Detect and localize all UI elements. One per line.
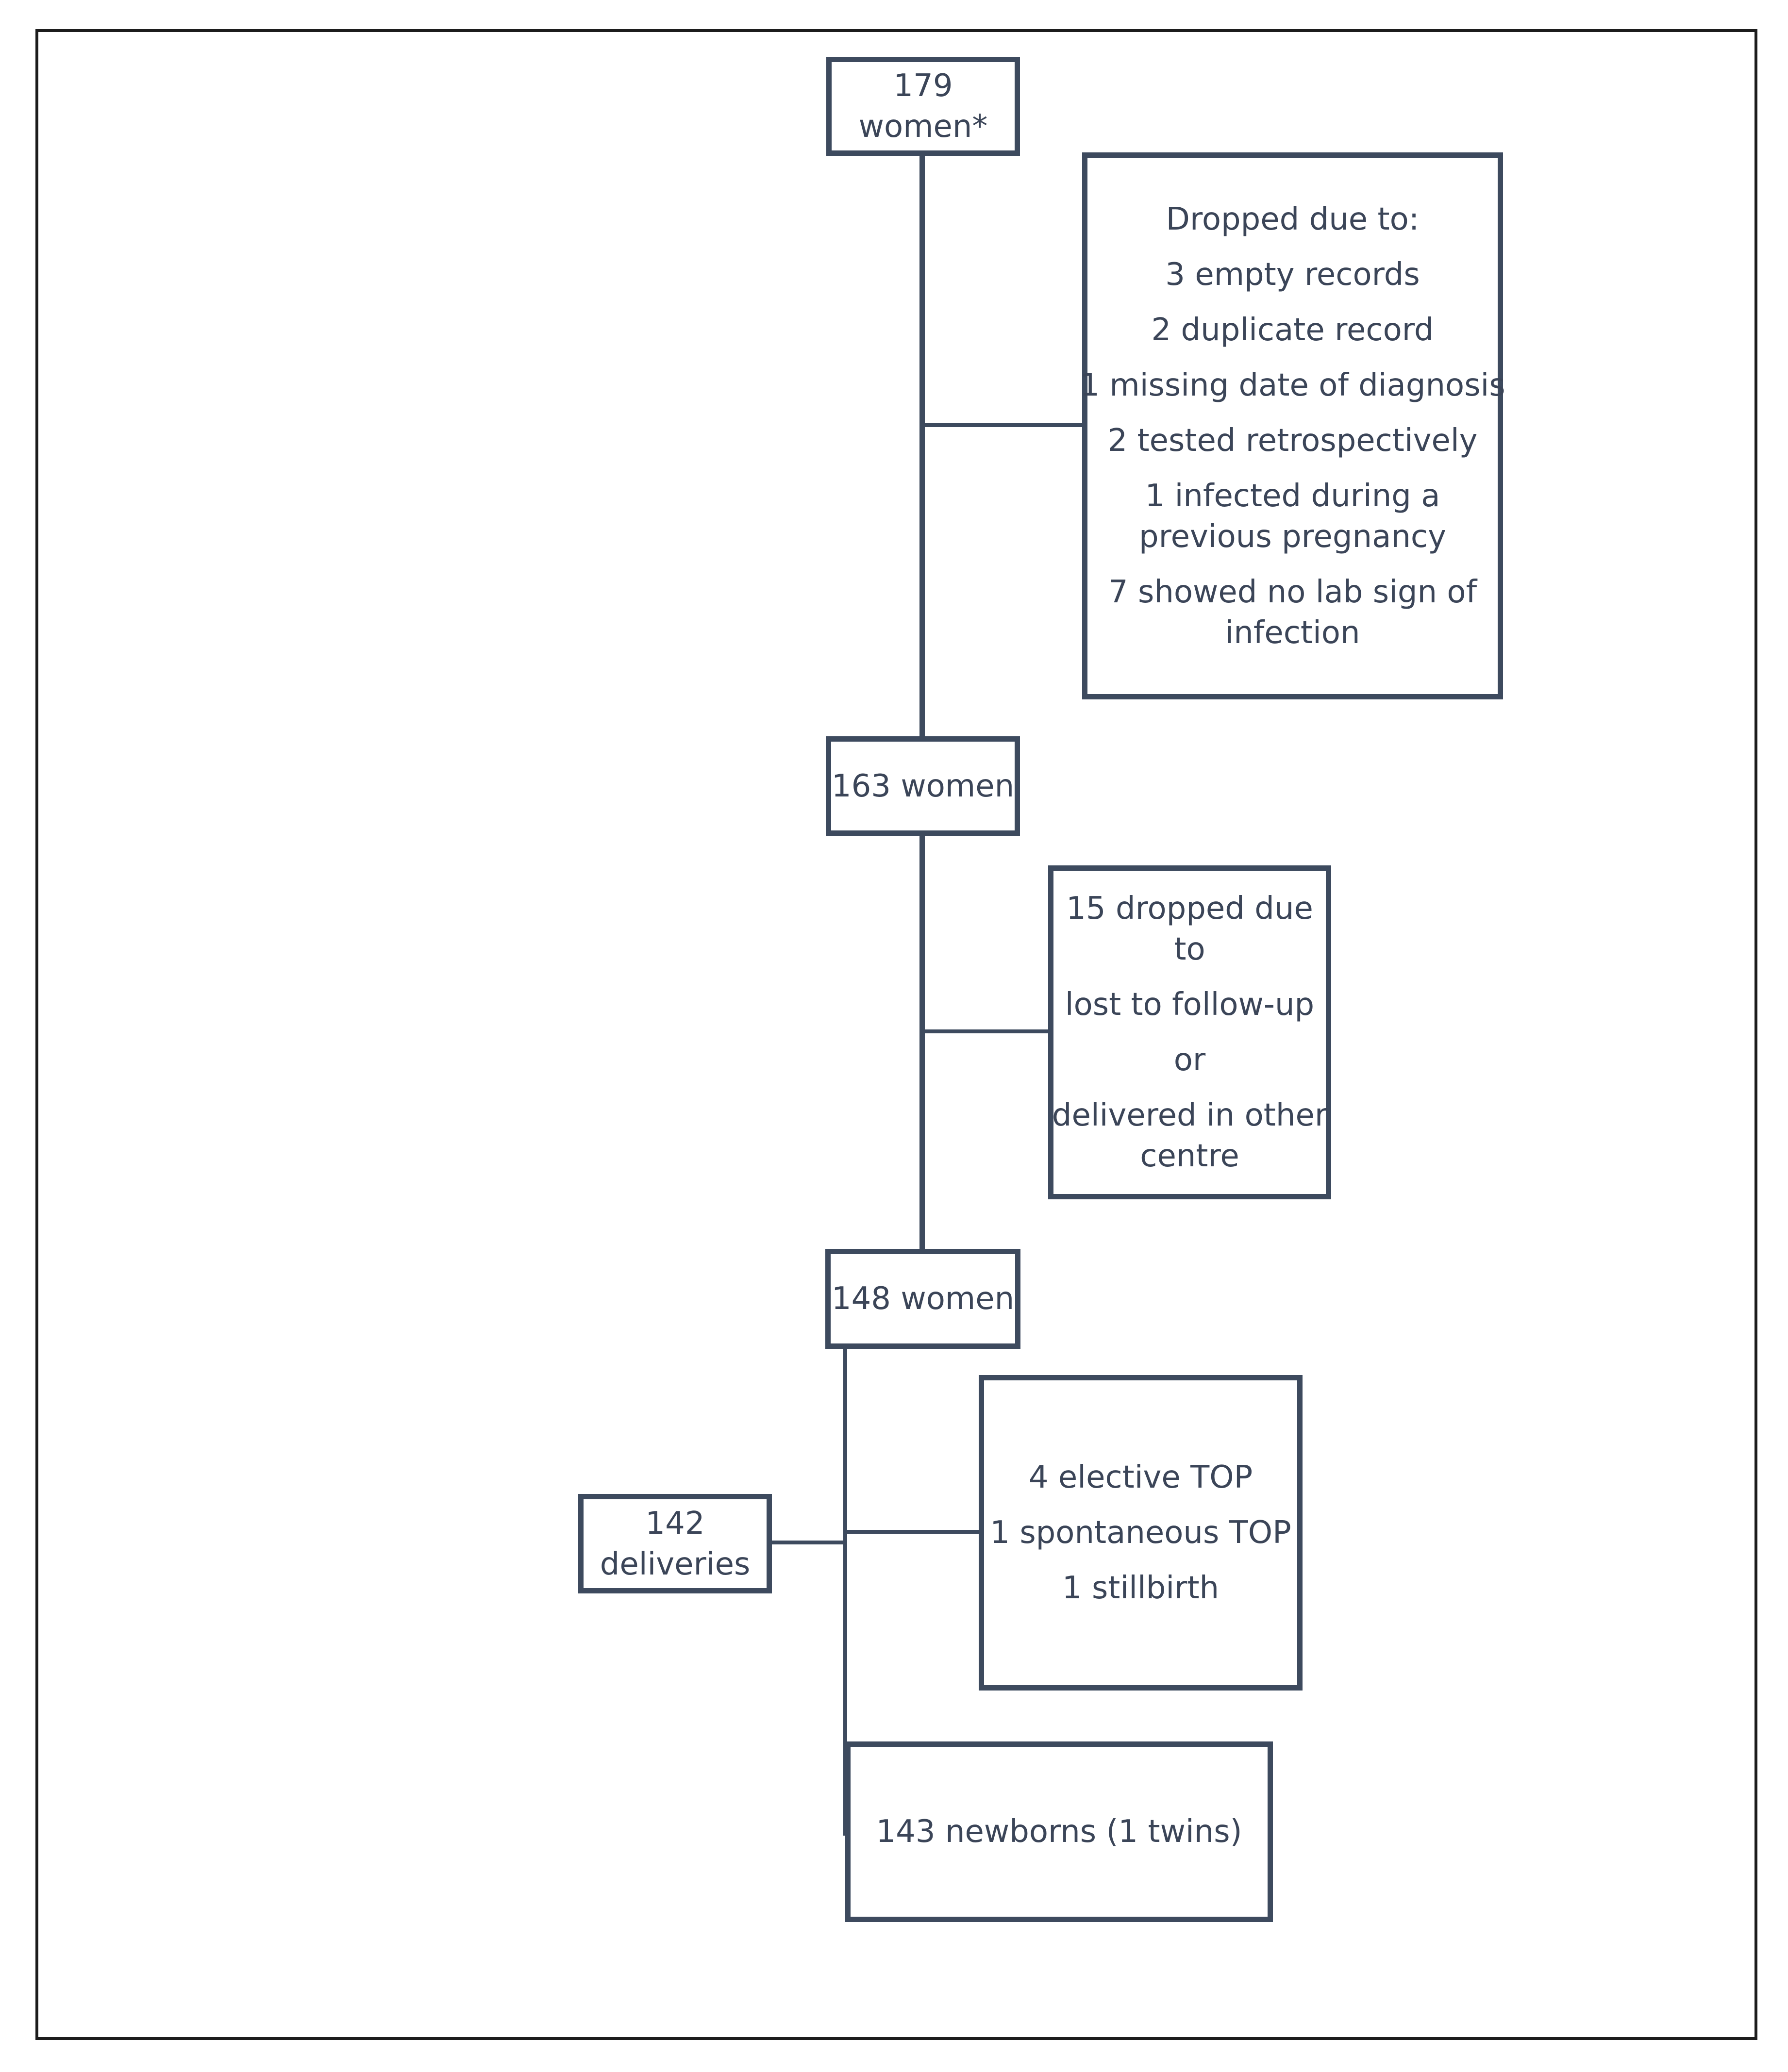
exclusion-box-3: 4 elective TOP 1 spontaneous TOP 1 still… xyxy=(979,1375,1303,1691)
exclusion-2-item-text: 15 dropped due xyxy=(1066,891,1313,927)
box-148-women: 148 women xyxy=(825,1249,1020,1349)
exclusion-box-1: Dropped due to: 3 empty records 2 duplic… xyxy=(1080,152,1505,699)
exclusion-3-item-stillbirth: 1 stillbirth xyxy=(1062,1570,1220,1606)
exclusion-2-item-text: centre xyxy=(1140,1138,1239,1174)
box-179-count: 179 xyxy=(893,68,953,104)
exclusion-1-item-text: previous pregnancy xyxy=(1139,518,1446,555)
exclusion-1-item-text: 1 infected during a xyxy=(1145,478,1440,514)
exclusion-2-item-lost: lost to follow-up xyxy=(1065,984,1314,1025)
box-148-label: 148 women xyxy=(831,1281,1015,1317)
exclusion-1-item-duplicate: 2 duplicate record xyxy=(1151,310,1434,350)
figure-frame xyxy=(35,29,1757,2040)
connector-to-exclusion-2 xyxy=(919,1029,1051,1033)
exclusion-2-item-text: or xyxy=(1173,1042,1206,1078)
connector-179-163 xyxy=(919,153,925,738)
box-142-count: 142 xyxy=(645,1505,705,1542)
connector-to-exclusion-1 xyxy=(919,423,1085,427)
connector-163-148 xyxy=(919,832,925,1250)
exclusion-1-item-no-lab-sign: 7 showed no lab sign of infection xyxy=(1108,572,1477,653)
box-142-deliveries: 142 deliveries xyxy=(578,1494,772,1593)
exclusion-1-item-text: infection xyxy=(1225,614,1360,651)
exclusion-1-item-text: 2 tested retrospectively xyxy=(1107,422,1478,459)
exclusion-1-item-previous-pregnancy: 1 infected during a previous pregnancy xyxy=(1139,476,1446,557)
box-142-label: deliveries xyxy=(600,1546,751,1582)
box-179-women: 179 women* xyxy=(826,57,1020,156)
exclusion-2-item-dropped: 15 dropped due to xyxy=(1066,888,1313,970)
connector-to-deliveries xyxy=(769,1541,845,1544)
box-163-women: 163 women xyxy=(826,736,1020,836)
exclusion-box-2: 15 dropped due to lost to follow-up or d… xyxy=(1048,865,1331,1199)
box-143-label: 143 newborns (1 twins) xyxy=(876,1814,1242,1850)
exclusion-1-item-empty-records: 3 empty records xyxy=(1165,254,1420,295)
exclusion-1-item-retrospective: 2 tested retrospectively xyxy=(1107,420,1477,461)
exclusion-2-item-text: to xyxy=(1174,931,1205,967)
exclusion-1-item-text: 3 empty records xyxy=(1165,256,1420,293)
exclusion-2-item-or: or xyxy=(1174,1040,1205,1080)
exclusion-1-item-text: 2 duplicate record xyxy=(1151,312,1434,348)
exclusion-1-item-text: 7 showed no lab sign of xyxy=(1108,574,1477,610)
connector-to-exclusion-3 xyxy=(843,1530,982,1534)
exclusion-1-heading: Dropped due to: xyxy=(1166,201,1420,237)
exclusion-3-item-elective-top: 4 elective TOP xyxy=(1028,1459,1253,1495)
exclusion-3-item-spontaneous-top: 1 spontaneous TOP xyxy=(990,1515,1291,1551)
box-163-label: 163 women xyxy=(831,768,1015,804)
box-143-newborns: 143 newborns (1 twins) xyxy=(845,1741,1273,1922)
box-179-label: women* xyxy=(858,109,988,145)
exclusion-2-item-text: delivered in other xyxy=(1052,1097,1328,1133)
exclusion-2-item-text: lost to follow-up xyxy=(1065,987,1315,1023)
exclusion-1-item-missing-date: 1 missing date of diagnosis xyxy=(1080,365,1505,406)
connector-148-trunk xyxy=(843,1347,847,1836)
exclusion-1-item-text: 1 missing date of diagnosis xyxy=(1080,367,1505,403)
exclusion-2-item-other-centre: delivered in other centre xyxy=(1052,1095,1327,1177)
